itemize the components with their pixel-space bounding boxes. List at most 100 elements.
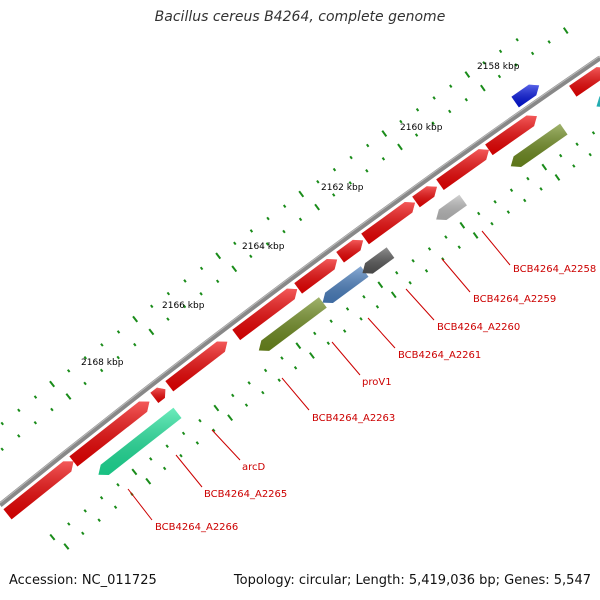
tick-mark: [523, 198, 527, 203]
gene-label: BCB4264_A2261: [398, 350, 481, 361]
tick-mark: [498, 49, 503, 54]
leader-line: [281, 377, 310, 411]
gene-arrow-shading: [322, 266, 369, 304]
tick-mark: [116, 483, 120, 487]
tick-mark: [431, 121, 435, 126]
tick-mark: [99, 368, 104, 373]
tick-mark: [559, 153, 563, 158]
gene-arrow-shading: [3, 461, 74, 520]
tick-mark: [377, 281, 384, 289]
gene-arrow-shading: [412, 186, 438, 208]
tick-mark: [131, 468, 138, 476]
tick-mark: [348, 181, 352, 185]
tick-layer: [0, 27, 596, 550]
tick-mark: [572, 164, 576, 168]
tick-mark: [145, 477, 152, 485]
leader-line: [127, 488, 153, 521]
tick-mark: [298, 217, 303, 222]
tick-mark: [227, 414, 234, 422]
tick-mark: [309, 352, 315, 359]
leader-line: [367, 317, 396, 349]
tick-mark: [231, 393, 235, 398]
map-title: Bacillus cereus B4264, complete genome: [154, 9, 446, 25]
gene-arrow-shading: [232, 288, 298, 341]
tick-mark: [199, 292, 203, 296]
tick-mark: [295, 342, 302, 350]
tick-mark: [83, 509, 87, 513]
tick-mark: [212, 428, 216, 433]
gene-arrow-shading: [362, 247, 395, 274]
tick-mark: [0, 447, 4, 452]
tick-mark: [247, 381, 251, 385]
gene-arrow-shading: [436, 194, 467, 221]
leader-line: [405, 288, 435, 321]
genome-backbone-highlight: [0, 55, 600, 504]
tick-mark: [148, 328, 155, 336]
tick-mark: [166, 291, 171, 296]
tick-mark: [497, 74, 502, 79]
tick-mark: [183, 279, 187, 283]
tick-mark: [362, 295, 366, 299]
tick-mark: [313, 331, 317, 336]
tick-mark: [261, 390, 265, 395]
tick-mark: [67, 522, 71, 526]
tick-mark: [244, 403, 249, 407]
tick-mark: [588, 152, 592, 157]
tick-mark: [198, 418, 202, 423]
gene-arrow-shading: [150, 387, 166, 403]
tick-mark: [97, 518, 101, 523]
gene-arrow-shading: [98, 407, 182, 475]
tick-mark: [293, 366, 298, 370]
tick-mark: [477, 211, 481, 216]
kbp-label: 2162 kbp: [321, 183, 364, 193]
tick-mark: [265, 242, 270, 246]
genome-stats-text: Topology: circular; Length: 5,419,036 bp…: [233, 573, 591, 588]
tick-mark: [381, 157, 386, 161]
tick-mark: [415, 107, 420, 112]
tick-mark: [49, 380, 56, 388]
tick-mark: [539, 187, 543, 191]
tick-mark: [526, 176, 530, 181]
tick-mark: [33, 420, 38, 425]
gene-label: BCB4264_A2266: [155, 522, 238, 533]
tick-mark: [515, 37, 519, 42]
accession-text: Accession: NC_011725: [9, 573, 157, 588]
tick-mark: [332, 193, 336, 197]
kbp-label: 2164 kbp: [242, 242, 285, 252]
gene-arrow-shading: [69, 401, 150, 467]
tick-mark: [359, 317, 363, 321]
tick-mark: [449, 84, 453, 89]
tick-mark: [116, 330, 121, 334]
gene-arrow-shading: [336, 239, 364, 263]
tick-mark: [33, 395, 38, 399]
tick-mark: [282, 204, 287, 209]
tick-mark: [215, 279, 220, 284]
gene-arrow-shading: [294, 258, 338, 294]
tick-mark: [441, 257, 445, 261]
tick-mark: [132, 315, 139, 323]
gene-label: BCB4264_A2265: [204, 489, 287, 500]
tick-mark: [83, 381, 87, 386]
tick-mark: [263, 368, 268, 373]
tick-mark: [366, 143, 370, 148]
tick-mark: [490, 221, 494, 226]
gene-arrow-shading: [569, 67, 600, 97]
leader-line: [441, 258, 471, 293]
tick-mark: [49, 533, 56, 541]
tick-mark: [381, 130, 388, 137]
tick-mark: [231, 265, 238, 273]
tick-mark: [459, 221, 466, 229]
tick-mark: [83, 356, 88, 360]
tick-mark: [444, 235, 448, 239]
tick-mark: [266, 216, 270, 221]
tick-mark: [100, 343, 104, 347]
tick-mark: [249, 229, 254, 233]
tick-mark: [345, 307, 350, 311]
tick-mark: [181, 431, 186, 436]
tick-mark: [414, 133, 419, 137]
kbp-label: 2158 kbp: [477, 62, 520, 72]
tick-mark: [162, 466, 167, 471]
leader-line: [331, 341, 361, 376]
